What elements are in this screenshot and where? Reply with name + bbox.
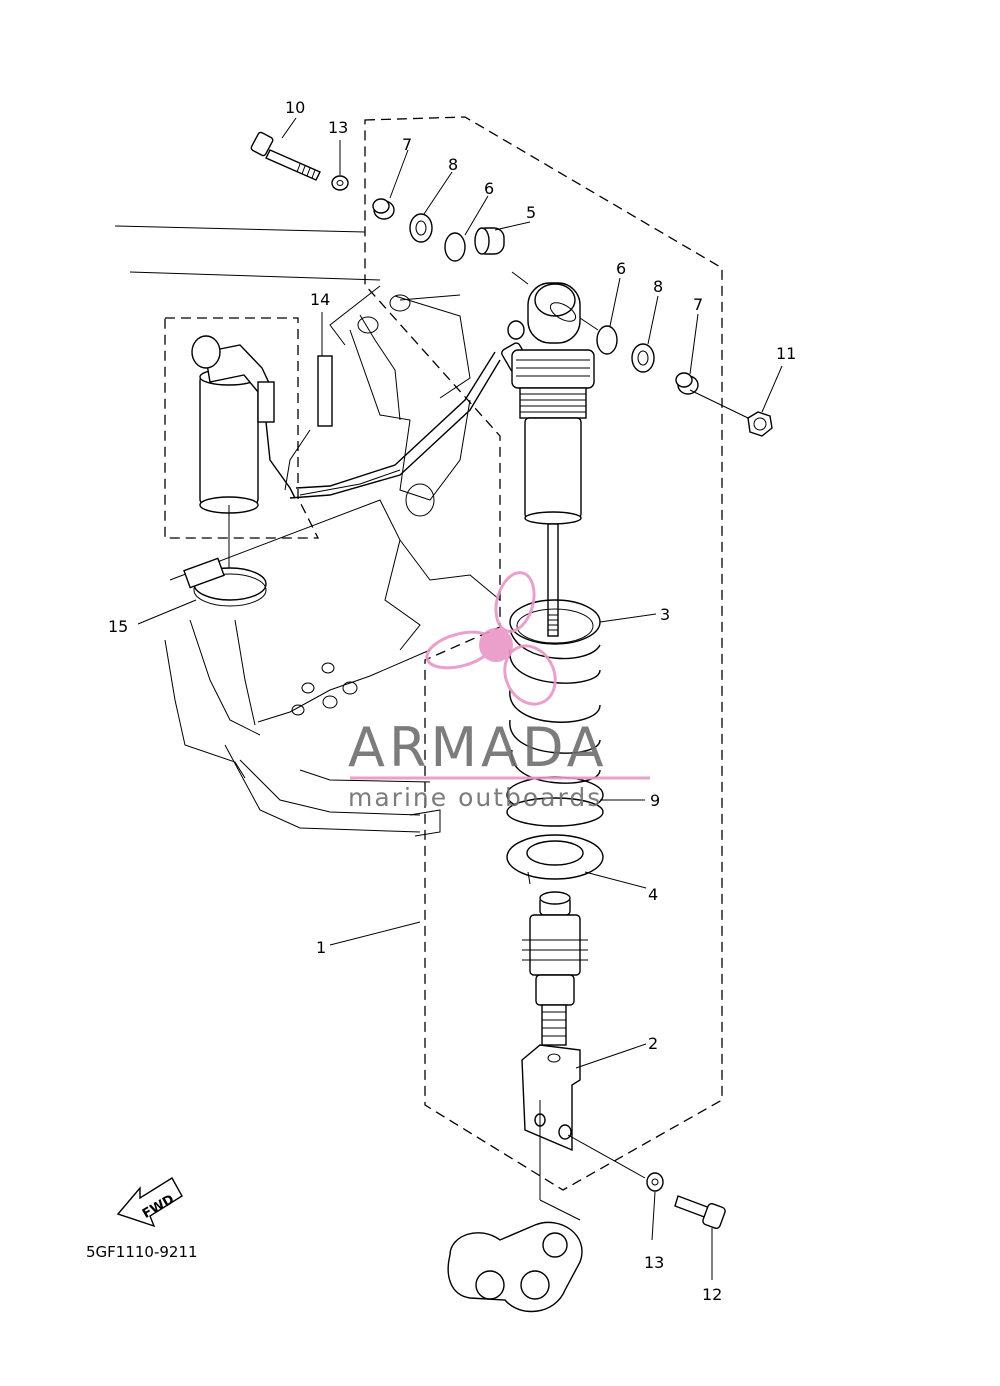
lower-damper bbox=[522, 891, 588, 1046]
reservoir bbox=[191, 335, 501, 514]
callout-12: 12 bbox=[702, 1285, 722, 1304]
band-clamp bbox=[183, 505, 267, 607]
brand-name: ARMADA bbox=[348, 716, 608, 779]
callout-8-left: 8 bbox=[448, 155, 458, 174]
fwd-arrow-icon: FWD bbox=[116, 1177, 183, 1228]
callout-4: 4 bbox=[648, 885, 658, 904]
assembly-boundary bbox=[364, 116, 723, 1191]
collar-7-left bbox=[372, 198, 395, 220]
drawing-code: 5GF1110-9211 bbox=[86, 1243, 198, 1261]
oil-seal-8-right bbox=[631, 343, 655, 373]
bushing-5 bbox=[474, 227, 505, 255]
callout-3: 3 bbox=[660, 605, 670, 624]
plate bbox=[317, 355, 333, 427]
callout-1: 1 bbox=[316, 938, 326, 957]
callout-13-bottom: 13 bbox=[644, 1253, 664, 1272]
oil-seal-8-left bbox=[409, 213, 433, 243]
callout-6-right: 6 bbox=[616, 259, 626, 278]
spring-guide bbox=[506, 797, 604, 827]
washer-13-bottom bbox=[646, 1172, 664, 1192]
brand-tagline: marine outboards bbox=[348, 783, 602, 812]
callout-15: 15 bbox=[108, 617, 128, 636]
spring-seat bbox=[506, 834, 604, 885]
circlip-6-left bbox=[444, 232, 466, 262]
callout-2: 2 bbox=[648, 1034, 658, 1053]
frame-outline bbox=[114, 225, 501, 837]
callout-5: 5 bbox=[526, 203, 536, 222]
reservoir-boundary bbox=[164, 317, 320, 539]
circlip-6-right bbox=[596, 325, 618, 355]
leader-lines bbox=[137, 117, 783, 1280]
bolt-top bbox=[250, 131, 321, 181]
callout-7-right: 7 bbox=[693, 295, 703, 314]
lower-bracket bbox=[521, 1044, 646, 1221]
washer-13-top bbox=[331, 175, 349, 191]
bolt-lower bbox=[674, 1195, 726, 1229]
callout-6-left: 6 bbox=[484, 179, 494, 198]
brand-watermark: ARMADA marine outboards bbox=[348, 571, 650, 812]
relay-arm bbox=[447, 1221, 583, 1313]
coil-spring bbox=[506, 599, 604, 814]
collar-7-right bbox=[675, 372, 699, 395]
callout-10: 10 bbox=[285, 98, 305, 117]
callout-11: 11 bbox=[776, 344, 796, 363]
shock-absorber bbox=[501, 282, 595, 637]
propeller-flower-logo bbox=[425, 571, 557, 706]
callout-13-top: 13 bbox=[328, 118, 348, 137]
callouts: 10 13 7 8 6 5 6 8 7 11 14 15 3 9 4 1 2 1… bbox=[108, 98, 796, 1304]
callout-7-left: 7 bbox=[402, 135, 412, 154]
callout-8-right: 8 bbox=[653, 277, 663, 296]
callout-14: 14 bbox=[310, 290, 330, 309]
callout-9: 9 bbox=[650, 791, 660, 810]
nut-11 bbox=[747, 411, 773, 437]
